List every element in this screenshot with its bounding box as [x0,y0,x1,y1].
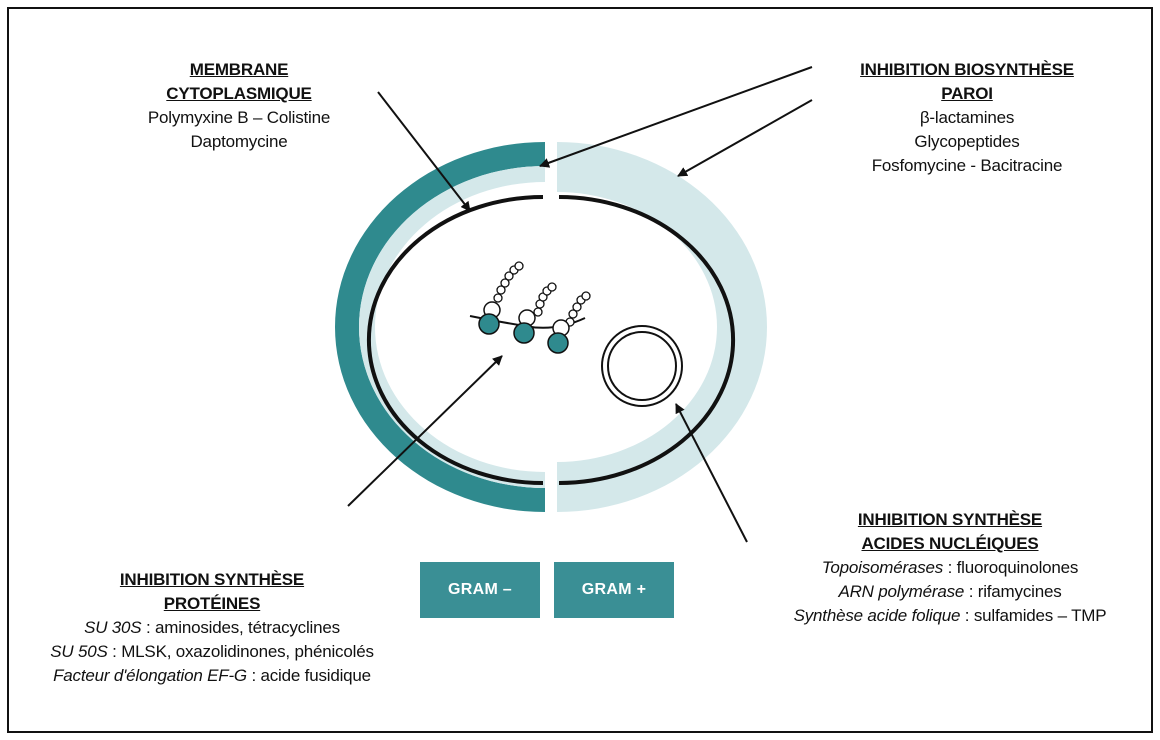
protein-drug-names: : aminosides, tétracyclines [141,618,339,637]
membrane-target-block: MEMBRANE CYTOPLASMIQUE Polymyxine B – Co… [94,58,384,154]
wall-target-block: INHIBITION BIOSYNTHÈSE PAROI β-lactamine… [812,58,1122,178]
arrow-wall-gram-negative [540,67,812,166]
nucleic-drug-names: : fluoroquinolones [943,558,1078,577]
protein-target-name: SU 30S [84,618,141,637]
membrane-drug-line: Daptomycine [94,130,384,154]
protein-drug-names: : MLSK, oxazolidinones, phénicolés [108,642,374,661]
dna-circle-icon [602,326,682,406]
arrow-wall-gram-positive [678,100,812,176]
nucleic-drug-line: Synthèse acide folique : sulfamides – TM… [752,604,1148,628]
nucleic-heading-line2: ACIDES NUCLÉIQUES [752,532,1148,556]
wall-drug-line: Fosfomycine - Bacitracine [812,154,1122,178]
membrane-heading-line2: CYTOPLASMIQUE [94,82,384,106]
ribosome-icon [470,262,590,353]
nucleic-drug-names: : sulfamides – TMP [960,606,1106,625]
protein-drug-line: SU 30S : aminosides, tétracyclines [14,616,410,640]
wall-drug-line: Glycopeptides [812,130,1122,154]
nucleic-heading-line1: INHIBITION SYNTHÈSE [752,508,1148,532]
protein-target-name: Facteur d'élongation EF-G [53,666,247,685]
nucleic-drug-line: ARN polymérase : rifamycines [752,580,1148,604]
dna-circle-inner [608,332,676,400]
wall-drug-line: β-lactamines [812,106,1122,130]
nucleic-drug-line: Topoisomérases : fluoroquinolones [752,556,1148,580]
membrane-heading-line1: MEMBRANE [94,58,384,82]
protein-heading-line1: INHIBITION SYNTHÈSE [14,568,410,592]
wall-heading-line2: PAROI [812,82,1122,106]
protein-drug-line: Facteur d'élongation EF-G : acide fusidi… [14,664,410,688]
protein-target-block: INHIBITION SYNTHÈSE PROTÉINES SU 30S : a… [14,568,410,688]
membrane-drug-line: Polymyxine B – Colistine [94,106,384,130]
nucleic-acid-target-block: INHIBITION SYNTHÈSE ACIDES NUCLÉIQUES To… [752,508,1148,628]
protein-target-name: SU 50S [50,642,107,661]
protein-drug-line: SU 50S : MLSK, oxazolidinones, phénicolé… [14,640,410,664]
gram-positive-label: GRAM + [554,562,674,618]
wall-heading-line1: INHIBITION BIOSYNTHÈSE [812,58,1122,82]
nucleic-target-name: ARN polymérase [838,582,964,601]
protein-drug-names: : acide fusidique [247,666,371,685]
nucleic-target-name: Synthèse acide folique [794,606,961,625]
nucleic-drug-names: : rifamycines [964,582,1061,601]
protein-heading-line2: PROTÉINES [14,592,410,616]
nucleic-target-name: Topoisomérases [822,558,943,577]
gram-negative-label: GRAM – [420,562,540,618]
